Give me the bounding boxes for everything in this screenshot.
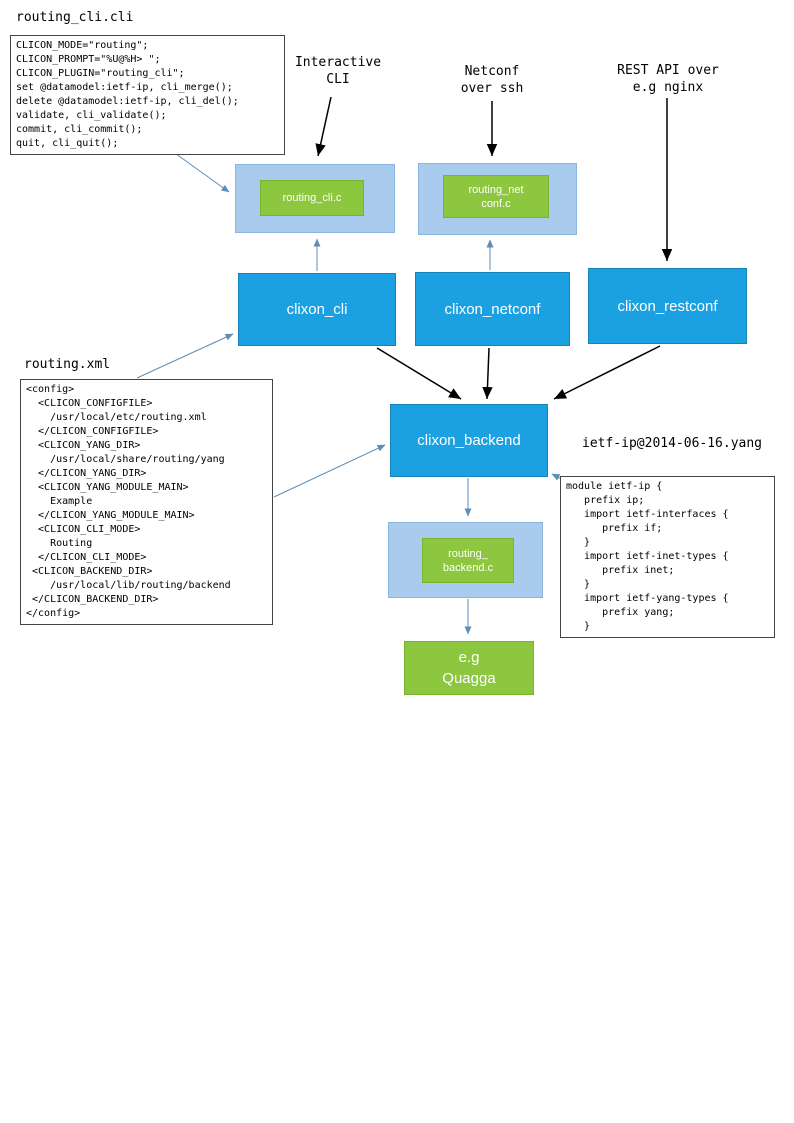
file-title-routing-xml: routing.xml [24, 357, 111, 372]
panel-routing-netconf-c: routing_net conf.c [418, 163, 577, 235]
arrow-cli-spec-to-routing-cli-c [171, 150, 230, 193]
label-rest-api: REST API over e.g nginx [617, 63, 719, 95]
node-routing-cli-c: routing_cli.c [260, 180, 364, 216]
panel-routing-backend-c: routing_ backend.c [388, 522, 543, 598]
arrow-interactive-cli-to-routing-cli-c [315, 96, 332, 157]
node-clixon-cli: clixon_cli [238, 273, 396, 346]
code-yang: module ietf-ip { prefix ip; import ietf-… [560, 476, 775, 638]
arrow-clixon-netconf-to-backend [482, 347, 493, 400]
node-routing-netconf-c: routing_net conf.c [443, 175, 549, 218]
node-clixon-backend: clixon_backend [390, 404, 548, 477]
arrow-clixon-restconf-to-backend [553, 345, 661, 400]
node-clixon-netconf: clixon_netconf [415, 272, 570, 346]
label-interactive-cli: Interactive CLI [294, 55, 382, 87]
arrow-config-to-clixon-cli [136, 333, 234, 379]
label-netconf-over-ssh: Netconf over ssh [460, 64, 524, 96]
node-clixon-restconf: clixon_restconf [588, 268, 747, 344]
node-quagga: e.g Quagga [404, 641, 534, 695]
panel-routing-cli-c: routing_cli.c [235, 164, 395, 233]
file-title-routing-cli: routing_cli.cli [16, 10, 134, 25]
file-title-yang: ietf-ip@2014-06-16.yang [582, 436, 763, 451]
arrow-clixon-cli-to-backend [376, 347, 462, 400]
code-routing-xml: <config> <CLICON_CONFIGFILE> /usr/local/… [20, 379, 273, 625]
arrow-config-to-backend [273, 444, 386, 498]
node-routing-backend-c: routing_ backend.c [422, 538, 514, 583]
code-routing-cli: CLICON_MODE="routing"; CLICON_PROMPT="%U… [10, 35, 285, 155]
